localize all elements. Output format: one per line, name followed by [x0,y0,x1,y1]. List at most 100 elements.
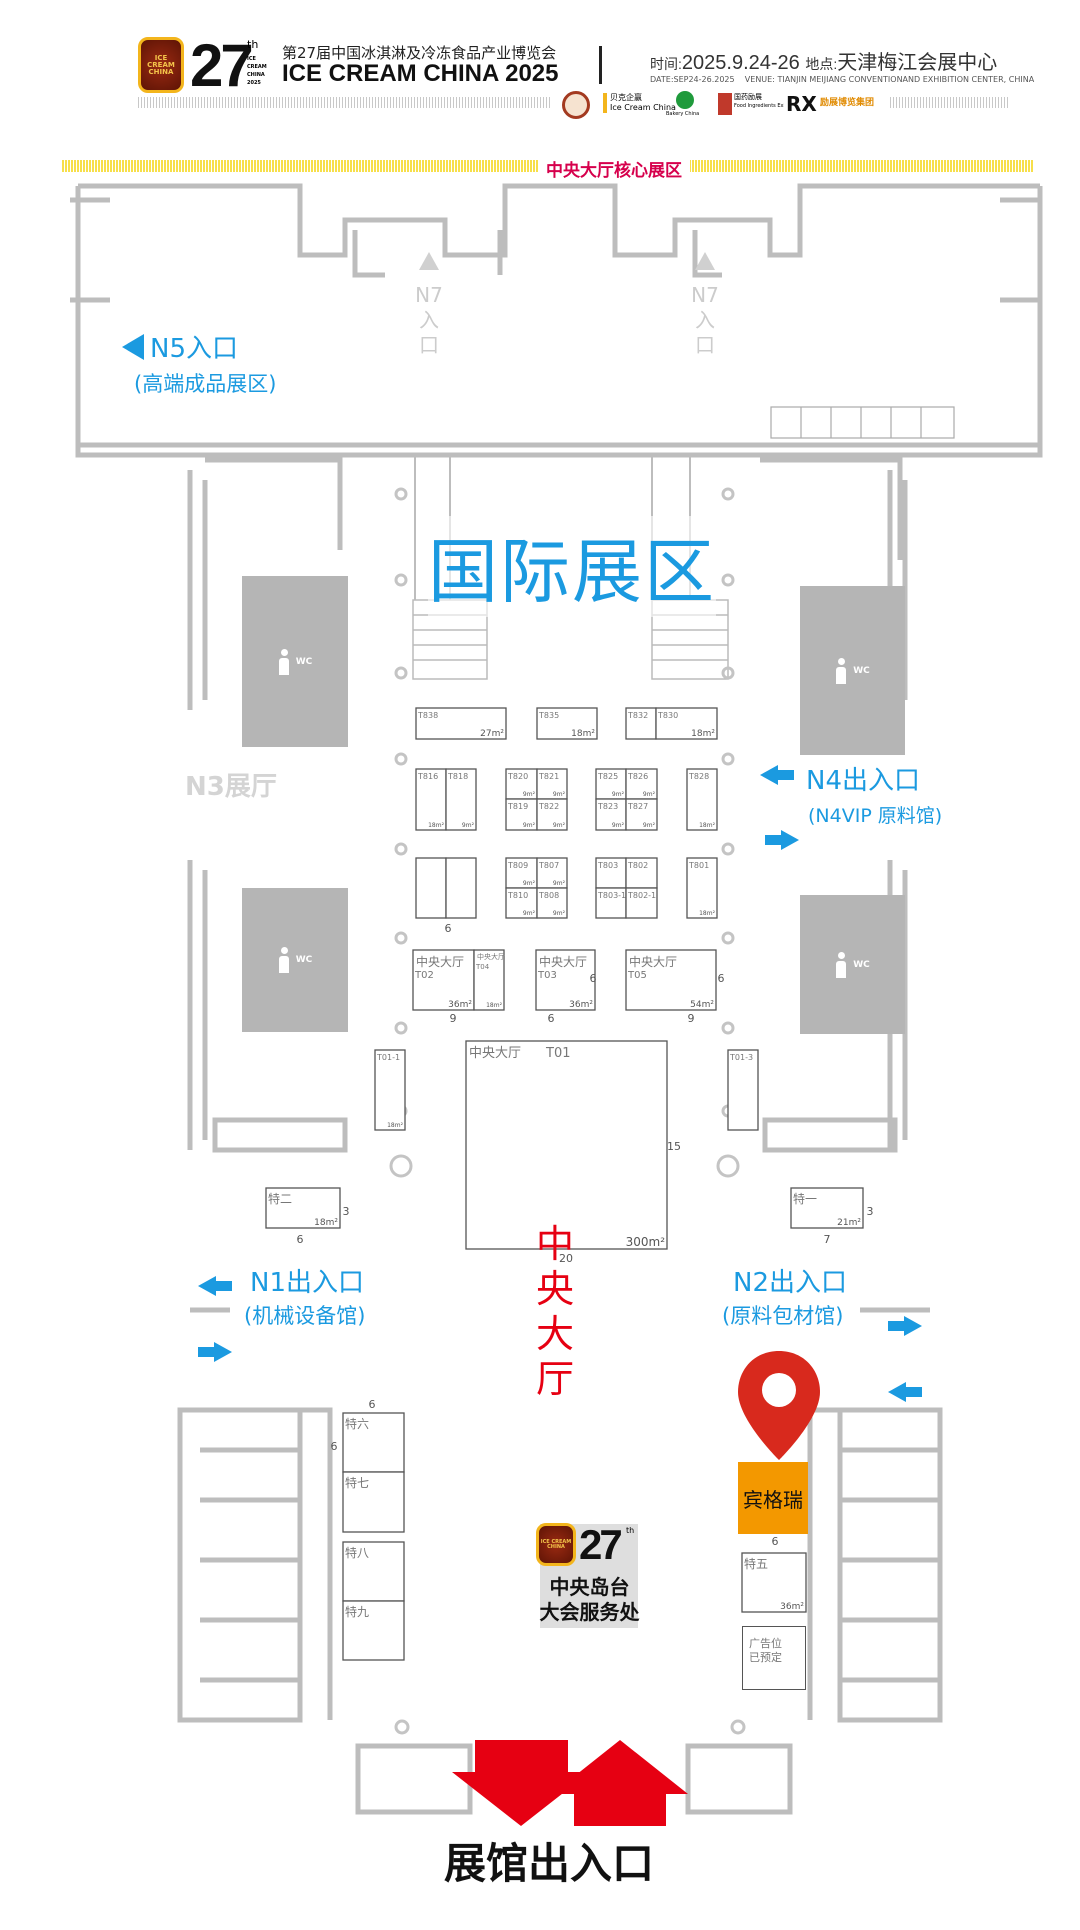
column [721,1021,735,1035]
n1-exit-arrow-icon [198,1276,232,1296]
booth-outline [625,798,658,831]
booth-outline [625,768,658,800]
booth-outline [625,887,658,919]
booth[interactable]: T802-1 [625,887,658,919]
highlight-booth[interactable]: 宾格瑞 [738,1462,808,1534]
n7-door [352,230,722,278]
desk-dividers [800,407,922,438]
booth[interactable] [415,857,447,919]
main-exit-label[interactable]: 展馆出入口 [444,1839,655,1888]
booth[interactable]: T832 [625,707,657,740]
booth-area: 36m² [448,1000,472,1010]
booth-hall: 中央大厅 [469,1046,521,1061]
booth-area: 18m² [314,1218,338,1228]
date-venue-line: 时间:2025.9.24-26 地点:天津梅江会展中心 [650,46,997,75]
n1-entrance-label[interactable]: N1出入口 [250,1268,364,1298]
n4-entrance-label[interactable]: N4出入口 [806,766,920,796]
restroom-se: WC [800,895,905,1034]
sponsor-name: 贝克企赢 [610,93,642,102]
service-desk-line: 中央岛台 [549,1575,630,1599]
side-structure [187,860,908,1150]
booth[interactable]: T01-3 [727,1049,759,1131]
ad-slot: 广告位已预定 [742,1626,806,1690]
columns [389,487,746,1735]
dimension-label: 3 [343,1205,350,1218]
dimension-label: 6 [548,1012,555,1025]
n7-east-marker-icon [695,252,715,270]
n7-code: N7 [415,283,443,307]
booth-outline [445,768,477,831]
booth-outline [412,949,475,1011]
booth-id: T830 [657,711,678,720]
n5-arrow-icon [122,334,144,360]
booth[interactable]: T803 [595,857,627,889]
rx-logo: RX [786,92,817,116]
booth-outline [342,1471,405,1533]
service-desk-logo: ICE CREAM CHINA [536,1523,576,1566]
wall-segment [70,197,1040,303]
column [721,931,735,945]
booth[interactable]: 特九 [342,1600,405,1661]
side-structure [187,470,908,710]
booth[interactable] [445,857,477,919]
n7-char: 口 [695,333,715,357]
booth-area: 18m² [699,822,715,829]
booth-outline [415,707,507,740]
booth[interactable]: T803-1 [595,887,627,919]
dimension-label: 6 [369,1398,376,1411]
booth-id: T02 [414,970,434,981]
column [721,752,735,766]
venue-en: VENUE: TIANJIN MEIJIANG CONVENTIONAND EX… [744,75,1035,84]
stair-block [212,1117,898,1153]
booth[interactable]: T802 [625,857,658,889]
n2-exit-arrow-icon [888,1316,922,1336]
n7-char: 口 [419,333,439,357]
booth-outline [536,768,568,800]
bakery-china-logo [676,91,694,109]
n5-entrance-label[interactable]: N5入口 [150,334,238,364]
fie-logo [718,93,732,115]
booth[interactable]: 特八 [342,1541,405,1602]
booth-outline [505,887,538,919]
booth-id: T821 [538,772,559,781]
booth-outline [342,1412,405,1473]
n2-entrance-label[interactable]: N2出入口 [733,1268,847,1298]
expo-title-cn: 第27届中国冰淇淋及冷冻食品产业博览会 [282,44,557,62]
booth[interactable]: 特六 [342,1412,405,1473]
column [394,931,408,945]
service-desk-suffix: th [626,1526,635,1535]
booth-area: 36m² [569,1000,593,1010]
booth[interactable]: 特七 [342,1471,405,1533]
